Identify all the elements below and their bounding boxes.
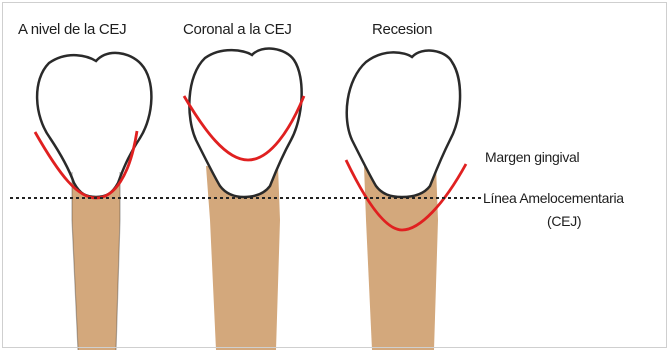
column-title-coronal: Coronal a la CEJ [183,21,292,38]
cej-label-line1: Línea Amelocementaria [483,190,624,206]
gingival-margin-label: Margen gingival [485,149,579,165]
column-title-at-cej: A nivel de la CEJ [18,21,126,38]
tooth-coronal-to-cej [184,49,304,350]
tooth-crown [37,53,151,197]
tooth-crown [347,51,460,197]
tooth-at-cej [35,53,151,350]
tooth-recession [346,51,466,350]
cej-label-line2: (CEJ) [547,213,581,229]
column-title-recession: Recesion [372,21,432,38]
tooth-crown [189,49,301,197]
